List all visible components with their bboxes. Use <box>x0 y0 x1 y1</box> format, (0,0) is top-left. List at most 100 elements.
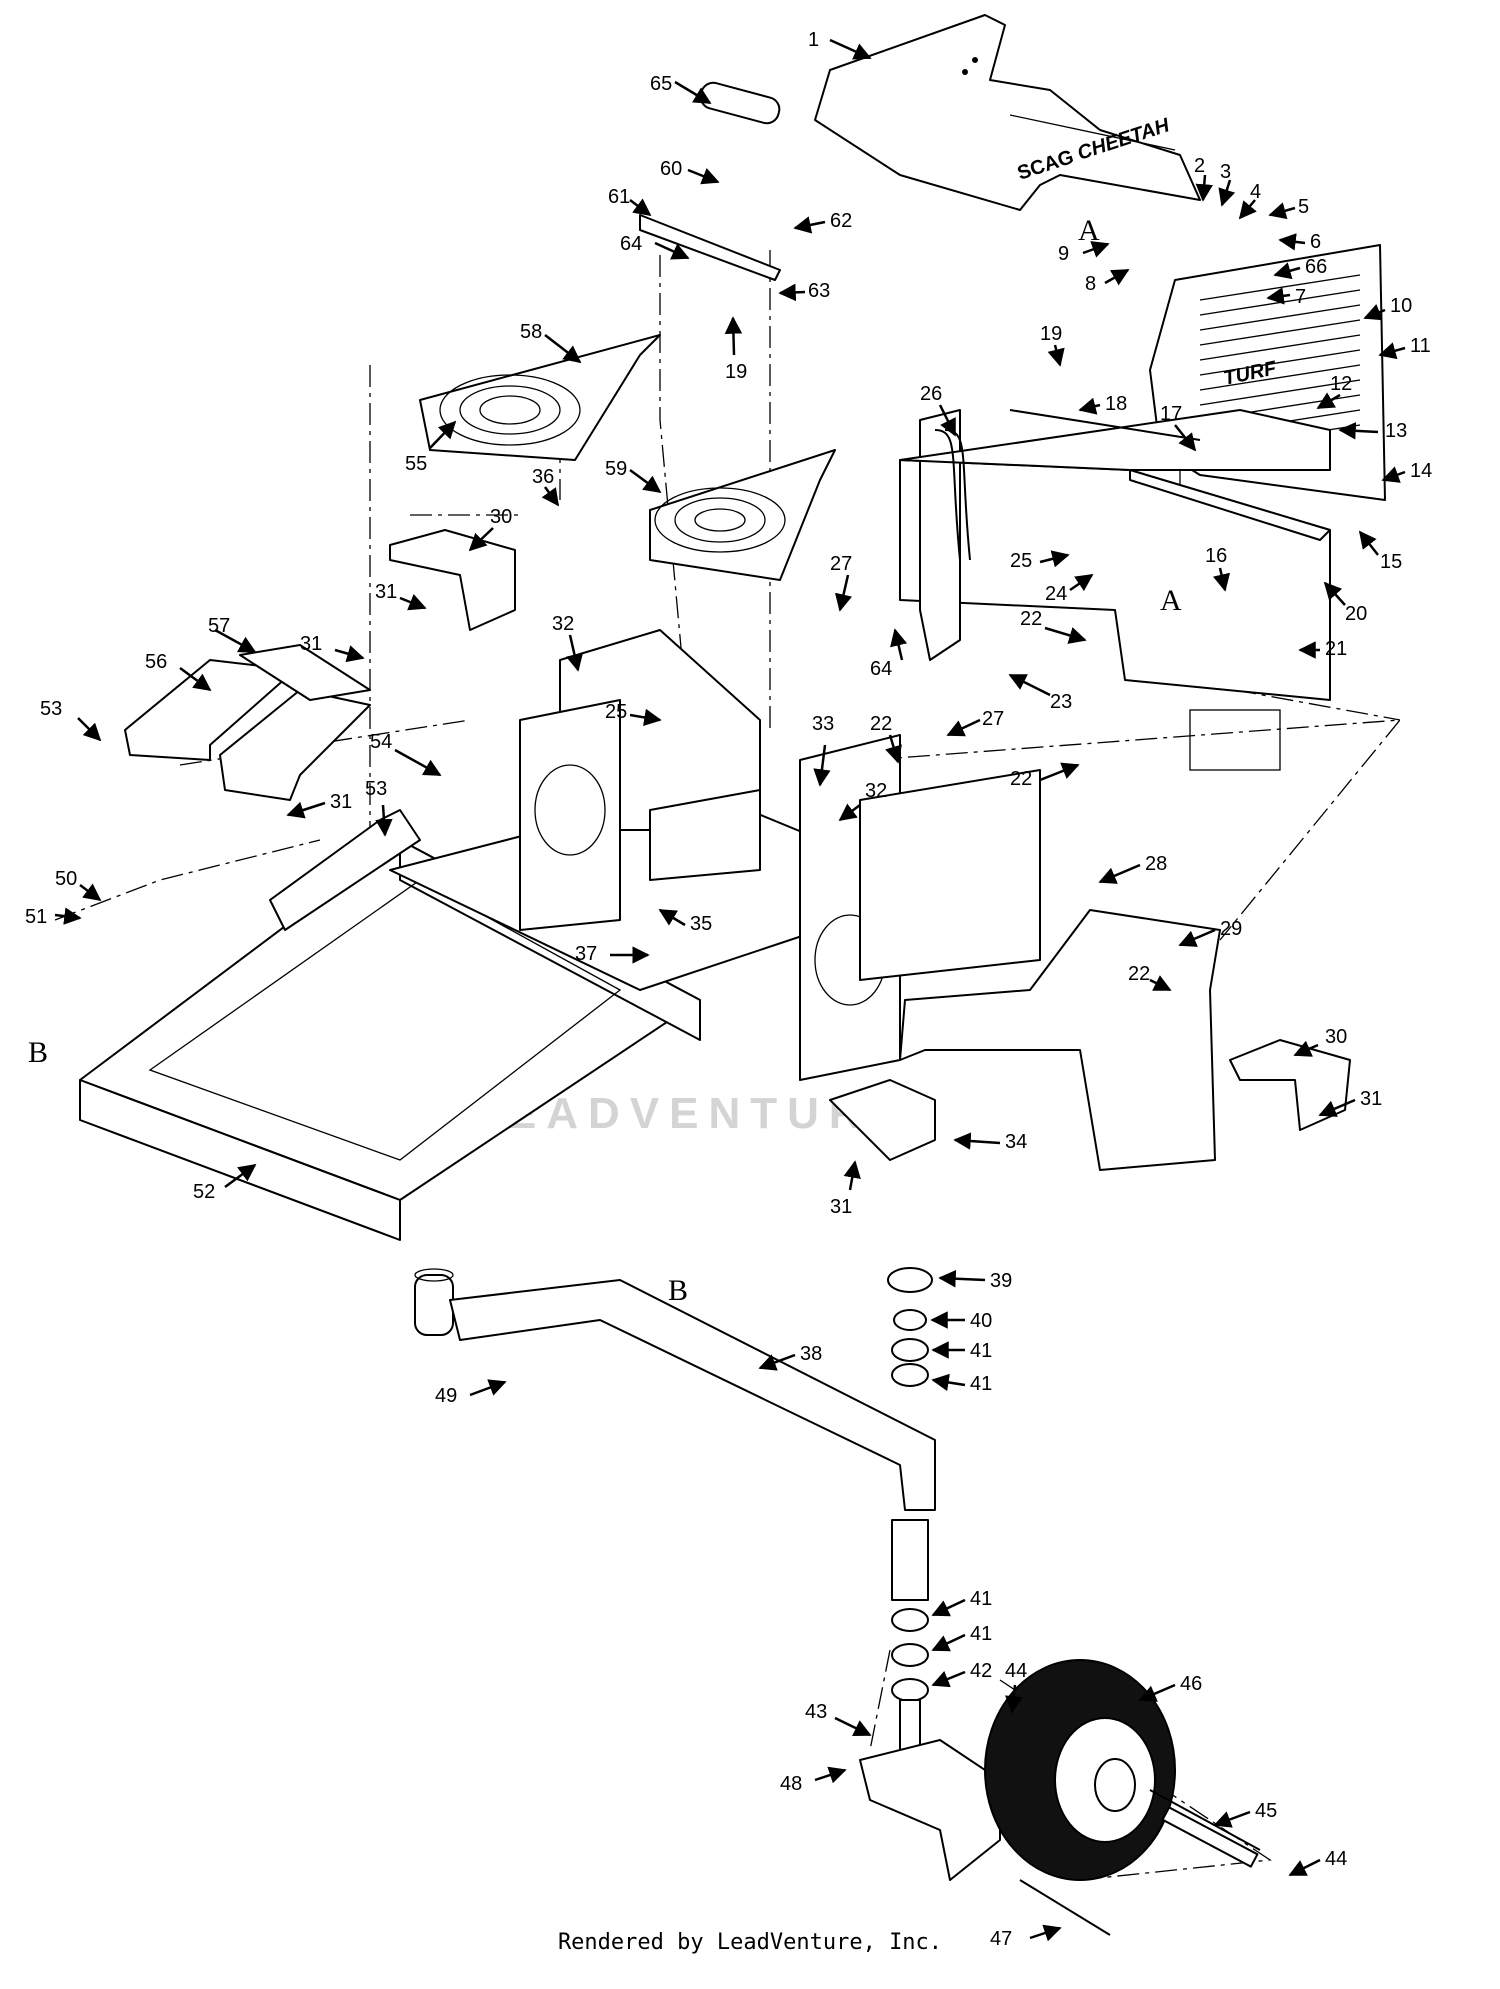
callout-label: 32 <box>865 780 887 802</box>
callout-label: A <box>1078 214 1100 247</box>
callout-label: 53 <box>365 778 387 800</box>
callout-label: 40 <box>970 1310 992 1332</box>
callout-label: 17 <box>1160 403 1182 425</box>
bracket <box>639 214 781 281</box>
callout-label: 41 <box>970 1588 992 1610</box>
callout-label: 18 <box>1105 393 1127 415</box>
handle-grip <box>699 81 781 125</box>
callout-label: 30 <box>490 506 512 528</box>
callout-label: 57 <box>208 615 230 637</box>
callout-label: 16 <box>1205 545 1227 567</box>
rear-hood-frame <box>899 409 1331 771</box>
callout-label: 31 <box>830 1196 852 1218</box>
callout-label: 46 <box>1180 1673 1202 1695</box>
seat-pan <box>899 909 1221 1171</box>
callout-label: 66 <box>1305 256 1327 278</box>
callout-label: 14 <box>1410 460 1432 482</box>
main-frame <box>79 629 1041 1241</box>
callout-label: 23 <box>1050 691 1072 713</box>
marker-b-axle: B <box>668 1274 688 1307</box>
callout-label: 30 <box>1325 1026 1347 1048</box>
callout-label: 15 <box>1380 551 1402 573</box>
callout-label: 25 <box>1010 550 1032 572</box>
dash-console: SCAG CHEETAH <box>814 14 1201 211</box>
bracket-34 <box>829 1079 936 1161</box>
callout-label: 36 <box>532 466 554 488</box>
callout-label: 59 <box>605 458 627 480</box>
bracket-54 <box>269 809 421 931</box>
callout-label: 31 <box>1360 1088 1382 1110</box>
callout-label: 65 <box>650 73 672 95</box>
callout-label: 28 <box>1145 853 1167 875</box>
callout-label: 1 <box>808 29 819 51</box>
callout-label: 31 <box>330 791 352 813</box>
callout-label: 56 <box>145 651 167 673</box>
callout-label: 2 <box>1194 155 1205 177</box>
callout-label: 42 <box>970 1660 992 1682</box>
callout-label: 7 <box>1295 286 1306 308</box>
footer-credit: Rendered by LeadVenture, Inc. <box>557 1930 943 1955</box>
callout-label: 49 <box>435 1385 457 1407</box>
callout-label: 10 <box>1390 295 1412 317</box>
callout-label: 34 <box>1005 1131 1027 1153</box>
callout-label: 29 <box>1220 918 1242 940</box>
marker-b: B <box>28 1036 48 1069</box>
callout-label: 3 <box>1220 161 1231 183</box>
callout-label: 4 <box>1250 181 1261 203</box>
callout-label: 53 <box>40 698 62 720</box>
bracket-right <box>1229 1039 1351 1131</box>
callout-label: 47 <box>990 1928 1012 1950</box>
callout-label: 33 <box>812 713 834 735</box>
callout-label: 27 <box>830 553 852 575</box>
callout-label: 55 <box>405 453 427 475</box>
axle-shaft <box>1161 1806 1259 1868</box>
callout-label: 41 <box>970 1340 992 1362</box>
callout-label: 9 <box>1058 243 1069 265</box>
bolt-47 <box>1019 1879 1111 1936</box>
callout-label: 31 <box>300 633 322 655</box>
foot-plates <box>124 644 371 801</box>
callout-label: 58 <box>520 321 542 343</box>
callout-label: 22 <box>870 713 892 735</box>
callout-label: 54 <box>370 731 392 753</box>
marker-a: A <box>1160 584 1182 617</box>
callout-label: 61 <box>608 186 630 208</box>
callout-label: 20 <box>1345 603 1367 625</box>
callout-label: 63 <box>808 280 830 302</box>
callout-label: 64 <box>870 658 892 680</box>
callout-label: 5 <box>1298 196 1309 218</box>
caster-bearings <box>887 1267 933 1702</box>
callout-label: 35 <box>690 913 712 935</box>
callouts: 1 2 3 4 5 6 66 7 A 9 8 10 11 12 13 14 15… <box>25 29 1432 1950</box>
callout-label: 22 <box>1020 608 1042 630</box>
callout-label: 45 <box>1255 1800 1277 1822</box>
front-axle <box>414 1268 936 1511</box>
callout-label: 60 <box>660 158 682 180</box>
callout-label: 51 <box>25 906 47 928</box>
callout-label: 62 <box>830 210 852 232</box>
callout-label: 50 <box>55 868 77 890</box>
callout-label: 31 <box>375 581 397 603</box>
callout-label: 11 <box>1410 335 1431 357</box>
callout-label: 41 <box>970 1373 992 1395</box>
bracket-top <box>389 529 516 631</box>
callout-label: 44 <box>1005 1660 1027 1682</box>
caster-wheel <box>984 1659 1261 1881</box>
callout-label: 12 <box>1330 373 1352 395</box>
callout-label: 6 <box>1310 231 1321 253</box>
callout-label: 64 <box>620 233 642 255</box>
callout-label: 25 <box>605 701 627 723</box>
callout-label: 13 <box>1385 420 1407 442</box>
fan-cover-right <box>649 449 836 581</box>
callout-label: 41 <box>970 1623 992 1645</box>
callout-label: 26 <box>920 383 942 405</box>
callout-label: 19 <box>1040 323 1062 345</box>
callout-label: 38 <box>800 1343 822 1365</box>
caster-fork <box>859 1699 1001 1881</box>
callout-label: 24 <box>1045 583 1067 605</box>
callout-label: 39 <box>990 1270 1012 1292</box>
callout-label: 22 <box>1128 963 1150 985</box>
callout-label: 8 <box>1085 273 1096 295</box>
callout-label: 27 <box>982 708 1004 730</box>
